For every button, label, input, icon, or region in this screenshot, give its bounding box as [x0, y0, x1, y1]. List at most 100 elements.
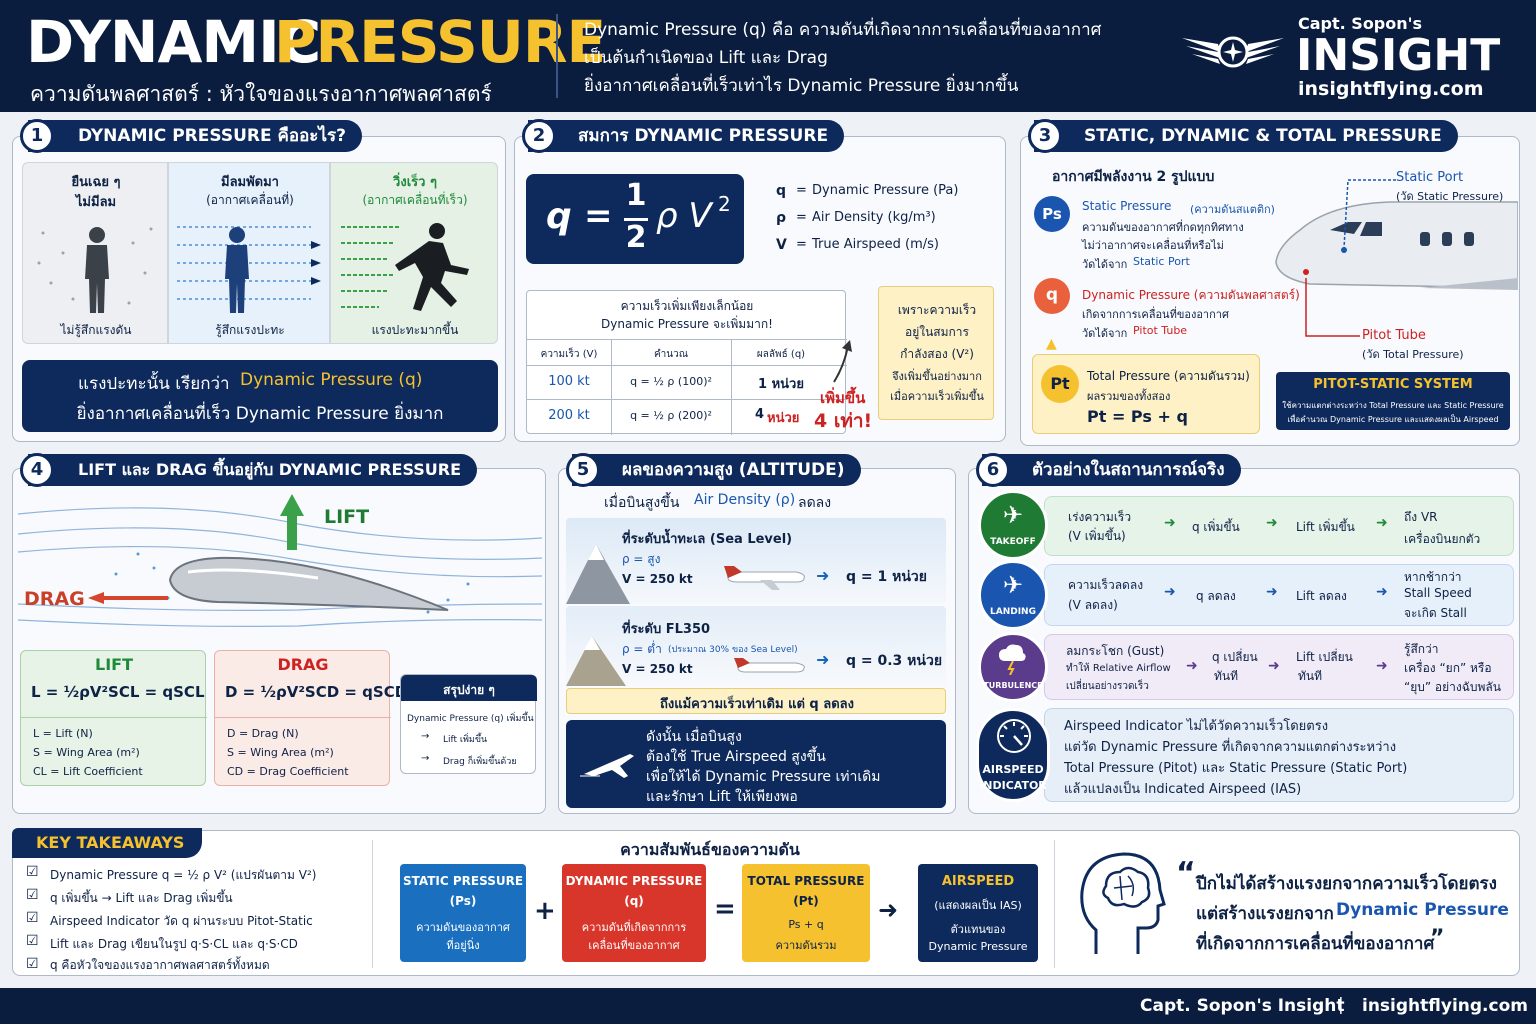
takeoff-c1a: เร่งความเร็ว: [1068, 510, 1132, 524]
fl-rho: ρ = ต่ำ: [622, 642, 662, 656]
quote-line-1: ปีกไม่ได้สร้างแรงยกจากความเร็วโดยตรง: [1196, 874, 1497, 894]
sea-rho: ρ = สูง: [622, 552, 661, 566]
section-6-number: 6: [976, 453, 1010, 487]
turb-arrow-1: ➜: [1186, 658, 1198, 674]
takeoff-c1b: (V เพิ่มขึ้น): [1068, 529, 1126, 543]
note-line-5: เมื่อความเร็วเพิ่มขึ้น: [890, 390, 984, 403]
sea-speed: V = 250 kt: [622, 572, 693, 586]
wind-person-icon: [177, 226, 321, 313]
section-1-banner: แรงปะทะนั้น เรียกว่า Dynamic Pressure (q…: [22, 360, 498, 432]
s5-intro-post: ลดลง: [798, 495, 832, 511]
airliner-icon: [724, 566, 805, 590]
fl350-panel: ที่ระดับ FL350 ρ = ต่ำ (ประมาณ 30% ของ S…: [566, 606, 946, 686]
summary-arrow-2: →: [421, 753, 430, 764]
summary-box: สรุปง่าย ๆ Dynamic Pressure (q) เพิ่มขึ้…: [400, 674, 537, 774]
takeoff-icon: ✈ TAKEOFF: [978, 490, 1048, 560]
turbulence-icon: TURBULENCE: [978, 632, 1048, 702]
sea-level-panel: ที่ระดับน้ำทะเล (Sea Level) ρ = สูง V = …: [566, 518, 946, 604]
row-1-speed: 100 kt: [548, 374, 590, 389]
altitude-warning-text: ถึงแม้ความเร็วเท่าเดิม แต่ q ลดลง: [660, 697, 854, 712]
ps-desc-3-highlight: Static Port: [1133, 255, 1190, 268]
lift-legend-1: L = Lift (N): [33, 727, 93, 740]
asi-line-4: แล้วแปลงเป็น Indicated Airspeed (IAS): [1064, 782, 1302, 797]
takeaway-item-1: Dynamic Pressure q = ½ ρ V² (แปรผันตาม V…: [50, 868, 317, 882]
ps-title: Static Pressure: [1082, 199, 1172, 213]
total-pressure-box: Pt Total Pressure (ความดันรวม) ผลรวมของท…: [1032, 354, 1260, 434]
footer-url[interactable]: insightflying.com: [1362, 996, 1528, 1016]
turb-c2b: ทันที: [1214, 669, 1239, 683]
relation-airspeed-d2: Dynamic Pressure: [928, 940, 1028, 953]
row-1-calc: q = ½ ρ (100)²: [630, 375, 712, 388]
increase-label-2: 4 เท่า!: [814, 410, 873, 432]
footer-left: Capt. Sopon's Insight: [1140, 996, 1345, 1016]
section-3-number: 3: [1028, 119, 1062, 153]
legend-desc-v: True Airspeed (m/s): [812, 237, 939, 252]
panel-wind-foot: รู้สึกแรงปะทะ: [215, 323, 285, 337]
asi-line-3: Total Pressure (Pitot) และ Static Pressu…: [1064, 761, 1408, 776]
airliner-small-icon: [734, 658, 805, 673]
eq-rho-v: ρ V: [656, 196, 712, 236]
relation-static-t2: (Ps): [449, 894, 477, 908]
mountain-icon: [566, 544, 630, 604]
brand-big: INSIGHT: [1296, 30, 1501, 81]
panel-no-wind-foot: ไม่รู้สึกแรงดัน: [60, 323, 132, 337]
square-note: เพราะความเร็ว อยู่ในสมการ กำลังสอง (V²) …: [878, 286, 994, 420]
equation-box: q = 1 2 ρ V 2: [526, 174, 744, 264]
sea-q: q = 1 หน่วย: [846, 569, 927, 585]
pitot-tube-sub: (วัด Total Pressure): [1362, 348, 1464, 361]
relation-arrow-icon: ➜: [878, 896, 899, 924]
row-1-result: 1 หน่วย: [758, 377, 804, 392]
title-gold: PRESSURE: [274, 8, 606, 76]
q-desc-2-highlight: Pitot Tube: [1133, 324, 1188, 337]
up-arrow-icon: ▲: [1046, 336, 1057, 352]
relation-static-box: STATIC PRESSURE (Ps) ความดันของอากาศ ที่…: [400, 864, 526, 962]
high-mountain-icon: [566, 636, 626, 686]
fl-speed: V = 250 kt: [622, 662, 693, 676]
drag-formula-box: DRAG D = ½ρV²SCD = qSCD D = Drag (N) S =…: [214, 650, 407, 786]
header-bar: DYNAMIC PRESSURE ความดันพลศาสตร์ : หัวใจ…: [0, 0, 1536, 112]
relation-static-d2: ที่อยู่นิ่ง: [446, 939, 480, 952]
legend-desc-rho: Air Density (kg/m³): [812, 210, 936, 225]
sea-title: ที่ระดับน้ำทะเล (Sea Level): [622, 532, 793, 547]
banner-highlight: Dynamic Pressure (q): [240, 370, 423, 390]
q-desc-1: เกิดจากการเคลื่อนที่ของอากาศ: [1082, 308, 1229, 321]
pt-badge: Pt: [1041, 365, 1079, 403]
section-4-number: 4: [20, 453, 54, 487]
relation-airspeed-d1: ตัวแทนของ: [950, 923, 1006, 936]
banner-pre: แรงปะทะนั้น เรียกว่า: [78, 374, 230, 394]
pitot-system-desc-2: เพื่อคำนวณ Dynamic Pressure และแสดงผลเป็…: [1287, 415, 1499, 424]
section-2-title: สมการ DYNAMIC PRESSURE: [528, 120, 845, 152]
ps-title-thai: (ความดันสแตติก): [1190, 203, 1275, 216]
takeaways-title: KEY TAKEAWAYS: [36, 833, 185, 852]
turb-c3b: ทันที: [1298, 669, 1323, 683]
table-title-2: Dynamic Pressure จะเพิ่มมาก!: [601, 317, 773, 331]
footer-bar: Capt. Sopon's Insight | insightflying.co…: [0, 988, 1536, 1024]
takeaway-check-4: ☑: [26, 933, 39, 949]
q-desc-2: วัดได้จาก: [1082, 327, 1128, 340]
sea-arrow-icon: ➜: [816, 566, 830, 585]
ps-desc-3: วัดได้จาก: [1082, 258, 1128, 271]
table-header-speed: ความเร็ว (V): [540, 349, 598, 360]
landing-c1a: ความเร็วลดลง: [1068, 578, 1144, 592]
panel-wind: มีลมพัดมา (อากาศเคลื่อนที่) รู้สึกแรงปะท…: [168, 162, 330, 344]
lift-legend-2: S = Wing Area (m²): [33, 746, 140, 759]
header-divider: [556, 14, 558, 98]
ps-desc-2: ไม่ว่าอากาศจะเคลื่อนที่หรือไม่: [1082, 239, 1224, 252]
relation-title: ความสัมพันธ์ของความดัน: [620, 840, 800, 859]
increase-arrow-icon: [833, 340, 852, 383]
turb-arrow-3: ➜: [1376, 658, 1388, 674]
takeaway-check-3: ☑: [26, 910, 39, 926]
relation-dynamic-t1: DYNAMIC PRESSURE: [565, 874, 703, 888]
takeaways-tab: KEY TAKEAWAYS: [12, 828, 202, 858]
landing-c1b: (V ลดลง): [1068, 598, 1118, 612]
scenario-row-turbulence: [1044, 634, 1514, 700]
takeoff-arrow-2: ➜: [1266, 515, 1278, 531]
row-2-speed: 200 kt: [548, 408, 590, 423]
takeoff-c4a: ถึง VR: [1404, 510, 1438, 524]
eq-equals: =: [584, 196, 613, 236]
takeoff-arrow-3: ➜: [1376, 515, 1388, 531]
summary-line-3: Drag ก็เพิ่มขึ้นด้วย: [443, 757, 517, 767]
legend-sym-q: q: [776, 183, 787, 199]
running-person-icon: [341, 223, 469, 311]
standing-person-icon: [37, 227, 153, 313]
